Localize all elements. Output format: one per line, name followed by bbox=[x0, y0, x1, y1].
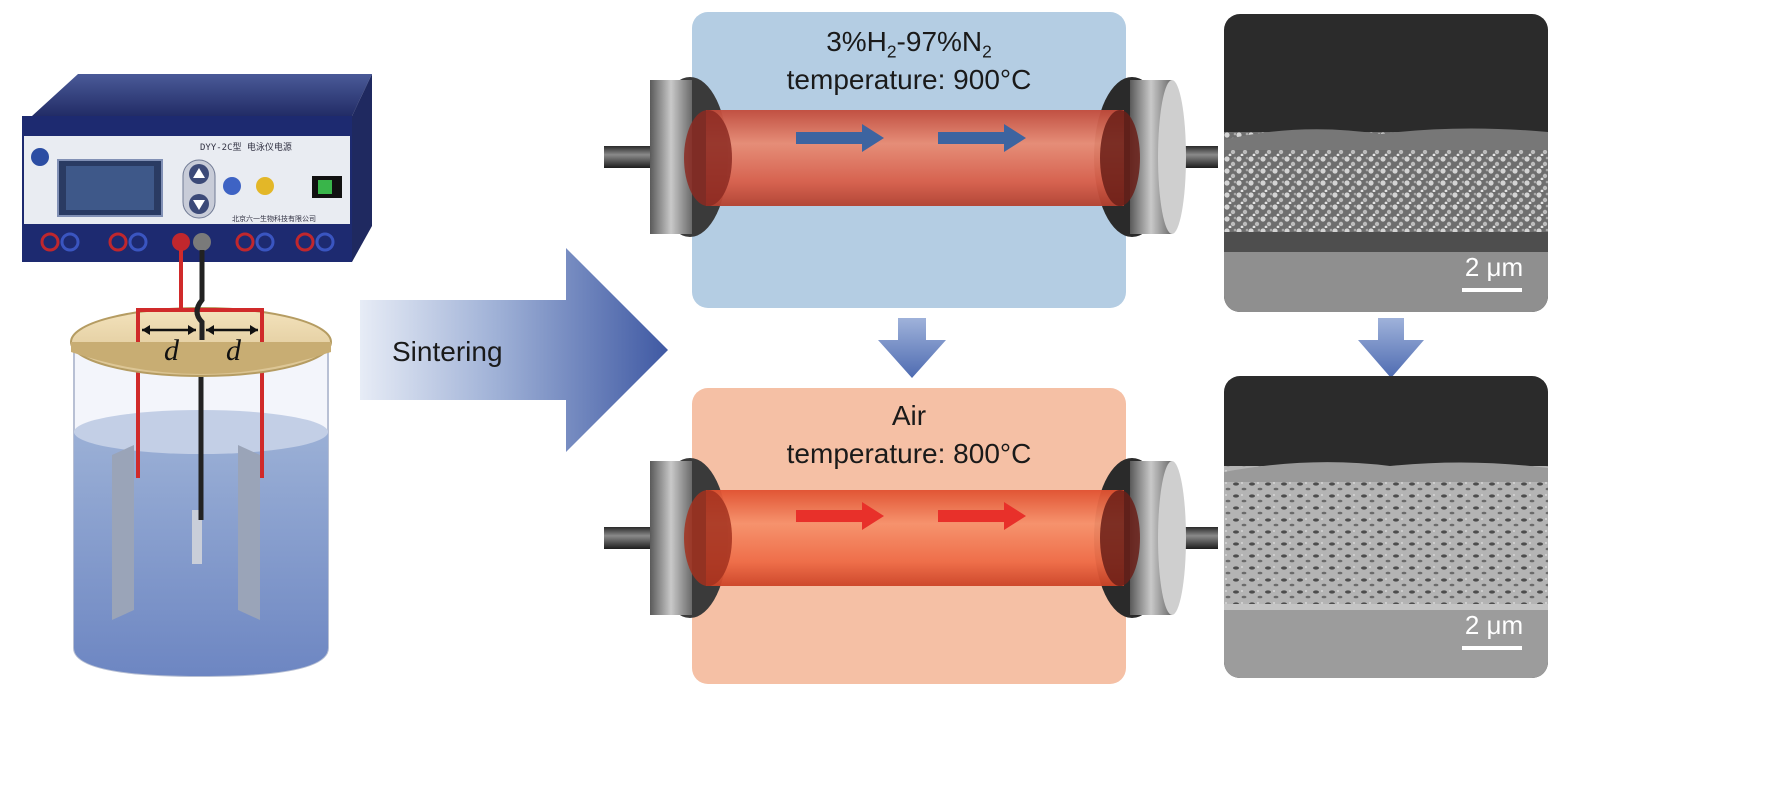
micrograph-top bbox=[1224, 14, 1548, 312]
flow-arrow-1 bbox=[796, 124, 884, 152]
scale-bar-bottom bbox=[1462, 646, 1522, 650]
reduction-temperature-label: temperature: 900°C bbox=[786, 64, 1032, 95]
furnace-tube-top bbox=[604, 77, 1218, 237]
sockets bbox=[40, 232, 335, 252]
oxidation-temperature-label: temperature: 800°C bbox=[786, 438, 1032, 469]
down-arrow-furnace bbox=[878, 318, 946, 378]
gas-n2: -97%N bbox=[896, 26, 983, 57]
reduction-gas-label: 3%H2-97%N2 bbox=[700, 26, 1118, 63]
micrograph-bottom bbox=[1224, 376, 1548, 678]
device-model-text: DYY-2C型 电泳仪电源 bbox=[200, 143, 292, 153]
furnace-tube-bottom bbox=[604, 458, 1218, 618]
gas-n2-subscript: 2 bbox=[982, 41, 992, 62]
scale-label-bottom: 2 μm bbox=[1464, 610, 1524, 640]
flow-arrow-3 bbox=[796, 502, 884, 530]
down-arrow-micrograph bbox=[1358, 318, 1424, 378]
dimension-label-right: d bbox=[226, 334, 241, 367]
gas-h2: 3%H bbox=[826, 26, 887, 57]
oxidation-gas-label: Air bbox=[891, 400, 927, 431]
gas-h2-subscript: 2 bbox=[886, 41, 897, 62]
flow-arrow-4 bbox=[938, 502, 1026, 530]
electrophoresis-setup bbox=[22, 74, 372, 678]
dimension-label-left: d bbox=[164, 334, 179, 367]
power-supply bbox=[22, 74, 372, 262]
flow-arrow-2 bbox=[938, 124, 1026, 152]
beaker bbox=[70, 250, 332, 678]
sintering-label: Sintering bbox=[392, 336, 503, 367]
dimension-arrows bbox=[142, 325, 258, 335]
device-company-text: 北京六一生物科技有限公司 bbox=[232, 215, 316, 223]
scale-bar-top bbox=[1462, 288, 1522, 292]
sintering-arrow bbox=[360, 248, 668, 452]
scale-label-top: 2 μm bbox=[1464, 252, 1524, 282]
